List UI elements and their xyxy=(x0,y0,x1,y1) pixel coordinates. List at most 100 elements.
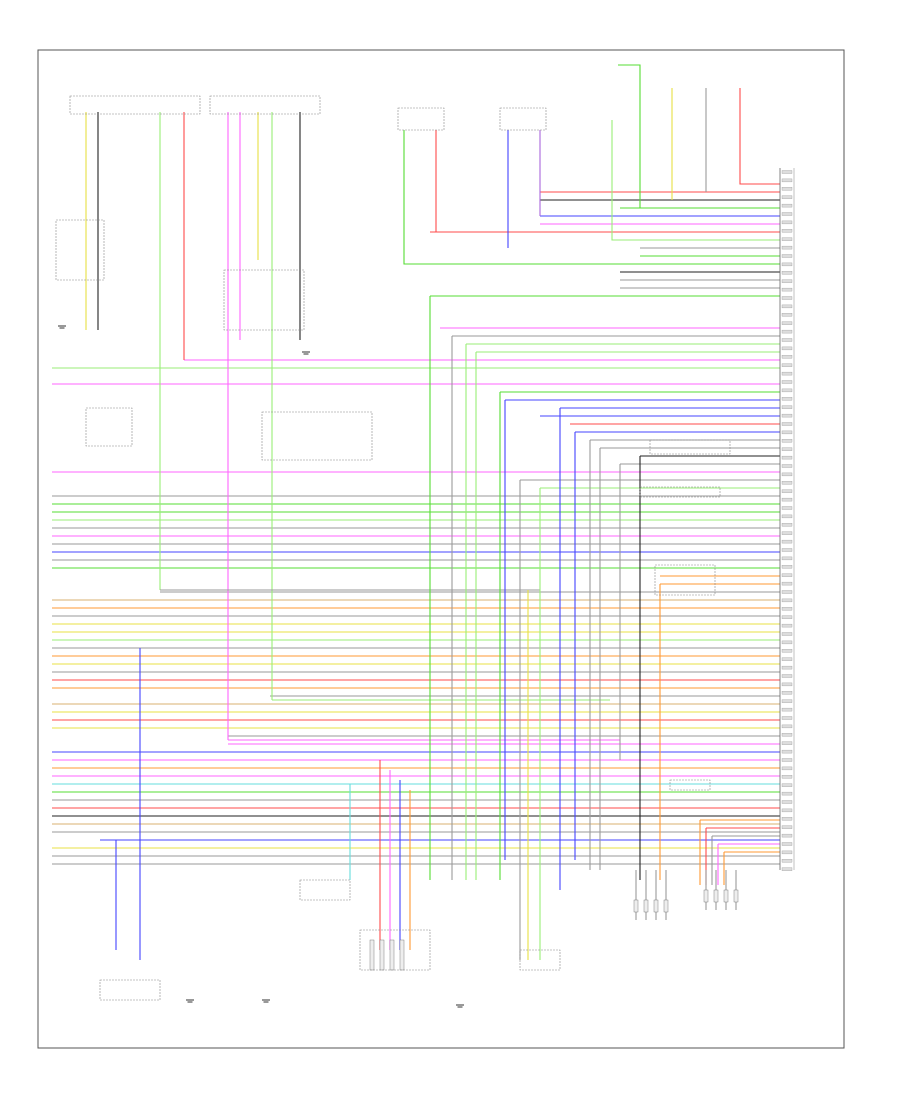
ecm-pin xyxy=(781,514,793,519)
ecm-pin xyxy=(781,195,793,199)
wire-layer xyxy=(52,64,780,960)
ecm-pin xyxy=(781,867,793,871)
ecm-pin xyxy=(781,682,793,687)
component-box xyxy=(359,929,431,971)
ecm-pin xyxy=(781,598,793,603)
ecm-pin xyxy=(781,749,793,754)
ecm-pin xyxy=(781,539,793,544)
component-box xyxy=(499,107,547,131)
ecm-pin xyxy=(781,489,793,493)
ecm-pin xyxy=(781,187,793,191)
ecm-pin xyxy=(781,741,793,745)
terminal-pin xyxy=(733,889,739,903)
component-box xyxy=(85,407,133,447)
terminal-pin xyxy=(663,899,669,913)
ecm-pin xyxy=(781,380,793,384)
component-box xyxy=(519,949,561,971)
ecm-pin xyxy=(781,716,793,720)
diagram-border xyxy=(37,49,845,1049)
ecm-pin xyxy=(781,329,793,334)
terminal-pin xyxy=(399,939,405,971)
ecm-pin xyxy=(781,665,793,670)
ecm-pin xyxy=(781,859,793,863)
terminal-pin xyxy=(389,939,395,971)
ecm-pin xyxy=(781,548,793,552)
ecm-pin xyxy=(781,817,793,821)
component-box xyxy=(639,486,721,498)
ecm-pin xyxy=(781,590,793,594)
ecm-pin xyxy=(781,447,793,451)
wire-sensor xyxy=(611,120,780,241)
ecm-pin xyxy=(781,707,793,712)
component-box xyxy=(397,107,445,131)
ecm-pin xyxy=(781,170,793,174)
ecm-pin xyxy=(781,178,793,183)
ecm-pin xyxy=(781,825,793,829)
ecm-pin xyxy=(781,607,793,611)
ecm-pin xyxy=(781,556,793,561)
ecm-pin xyxy=(781,506,793,510)
ecm-pin xyxy=(781,724,793,729)
ecm-pin xyxy=(781,766,793,771)
ecm-pin xyxy=(781,791,793,796)
ecm-pin xyxy=(781,833,793,838)
ecm-pin xyxy=(781,338,793,342)
component-box xyxy=(99,979,161,1001)
ecm-pin xyxy=(781,220,793,225)
terminal-pin xyxy=(643,899,649,913)
ecm-pin xyxy=(781,808,793,813)
ecm-pin xyxy=(781,279,793,283)
ecm-pin xyxy=(781,481,793,485)
ecm-pin xyxy=(781,565,793,569)
ecm-pin xyxy=(781,422,793,426)
ecm-pin xyxy=(781,573,793,577)
ecm-pin xyxy=(781,321,793,325)
ecm-pin xyxy=(781,271,793,275)
ecm-pin xyxy=(781,455,793,460)
wire-sensor xyxy=(739,88,780,185)
ecm-pin xyxy=(781,531,793,535)
ecm-pin xyxy=(781,237,793,241)
ecm-pin xyxy=(781,229,793,233)
wire-sensor xyxy=(403,130,780,265)
ecm-pin xyxy=(781,430,793,435)
ecm-pin xyxy=(781,355,793,359)
component-box xyxy=(209,95,321,115)
ecm-pin xyxy=(781,691,793,695)
ecm-pin xyxy=(781,254,793,258)
engine-control-module xyxy=(779,168,795,871)
ecm-pin xyxy=(781,783,793,787)
component-box xyxy=(649,439,731,455)
ecm-pin xyxy=(781,212,793,216)
ecm-pin xyxy=(781,304,793,309)
ecm-pin xyxy=(781,623,793,628)
terminal-pin xyxy=(713,889,719,903)
ecm-pin xyxy=(781,296,793,300)
ecm-pin xyxy=(781,287,793,292)
wire-sensor xyxy=(618,64,780,209)
ecm-pin xyxy=(781,733,793,737)
ecm-pin xyxy=(781,346,793,351)
ecm-pin xyxy=(781,758,793,762)
ecm-pin xyxy=(781,413,793,418)
component-layer xyxy=(55,95,739,1008)
ecm-pin xyxy=(781,657,793,661)
ecm-pin xyxy=(781,523,793,527)
component-box xyxy=(223,269,305,331)
ecm-pin xyxy=(781,371,793,376)
ecm-pin xyxy=(781,699,793,703)
ecm-pin xyxy=(781,842,793,846)
ecm-pin xyxy=(781,439,793,443)
ecm-pin xyxy=(781,775,793,779)
ecm-pin xyxy=(781,203,793,208)
terminal-pin xyxy=(633,899,639,913)
ecm-pin xyxy=(781,245,793,250)
terminal-pin xyxy=(653,899,659,913)
ecm-pin xyxy=(781,615,793,619)
ecm-pin xyxy=(781,850,793,855)
terminal-pin xyxy=(723,889,729,903)
ecm-pin xyxy=(781,674,793,678)
ecm-pin xyxy=(781,262,793,267)
ecm-pin xyxy=(781,640,793,645)
ecm-pin xyxy=(781,363,793,367)
